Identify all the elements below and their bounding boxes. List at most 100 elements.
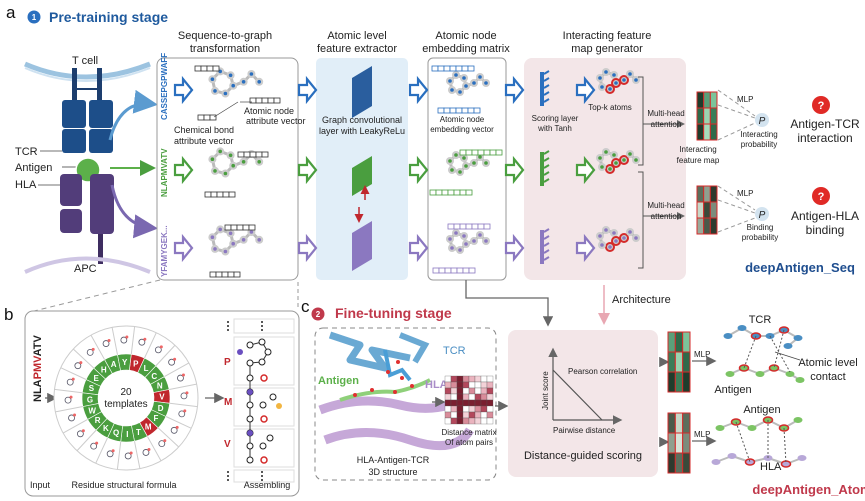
- distance-cell: [468, 375, 476, 383]
- atom: [213, 169, 217, 173]
- distance-cell: [450, 405, 458, 413]
- feature-maps: [696, 91, 718, 235]
- atom: [462, 76, 466, 80]
- atomic-contact-label-1: Atomic level: [798, 357, 857, 369]
- feature-map-cell: [682, 371, 691, 393]
- distance-cell: [474, 411, 482, 419]
- vector-cell: [435, 189, 443, 196]
- assembly-atom: [246, 341, 254, 349]
- scoring-tooth: [543, 70, 550, 75]
- feature-map-cell: [696, 217, 705, 235]
- structure-hla-label: HLA: [425, 379, 448, 391]
- output-hla-1: Antigen-HLA: [791, 209, 859, 223]
- mlp-label-hla: MLP: [737, 189, 753, 198]
- atom: [210, 235, 215, 239]
- vector-cell: [197, 114, 205, 121]
- vector-cell: [453, 189, 461, 196]
- mha-label-2a: Multi-head: [647, 201, 684, 210]
- atom: [478, 233, 482, 237]
- structure-glyph: [168, 358, 176, 366]
- chemical-bond-attr-2: attribute vector: [174, 136, 234, 146]
- vector-cell: [459, 223, 467, 230]
- hla-helix: [323, 427, 474, 451]
- atom: [218, 227, 222, 232]
- wheel-divider: [72, 348, 95, 369]
- tcr-beta: [89, 100, 113, 128]
- structure-glyph: [142, 449, 150, 456]
- vector-cell: [230, 224, 238, 231]
- distance-cell: [456, 411, 464, 419]
- vector-cell: [447, 189, 455, 196]
- stage-2-badge: [311, 307, 325, 321]
- atom: [223, 171, 228, 176]
- feature-map-cell: [674, 351, 684, 373]
- scoring-tooth: [543, 178, 550, 183]
- node-embedding-label-1: Atomic node: [440, 115, 485, 124]
- node-embedding-label-2: embedding vector: [430, 125, 494, 134]
- distance-cell: [480, 417, 488, 425]
- distance-cell: [480, 405, 488, 413]
- apc-label: APC: [74, 263, 97, 275]
- distance-cell: [444, 381, 452, 389]
- wheel-divider: [146, 436, 162, 462]
- panel-b-letter: b: [4, 305, 13, 324]
- output-tcr-1: Antigen-TCR: [790, 117, 860, 131]
- wheel-divider: [165, 416, 192, 429]
- distance-cell: [444, 375, 452, 383]
- ellipsis-dot: [227, 475, 229, 477]
- distance-cell: [486, 387, 494, 395]
- atom: [612, 153, 616, 157]
- distance-cell: [444, 387, 452, 395]
- wheel-divider: [54, 388, 83, 394]
- atom: [793, 335, 803, 341]
- hollow-arrow-icon: [297, 233, 318, 263]
- vector-cell: [473, 107, 481, 114]
- structure-glyph: [102, 340, 110, 347]
- distance-cell: [444, 417, 452, 425]
- distance-cell: [450, 375, 458, 383]
- antigen-sequence: NLAPMVATV: [160, 148, 169, 197]
- assembly-slot: [233, 469, 295, 483]
- contact-line: [783, 427, 787, 465]
- t-cell-label: T cell: [72, 55, 98, 67]
- distance-cell: [456, 399, 464, 407]
- col-title-generator-2: map generator: [571, 43, 643, 55]
- residue-letter: W: [88, 406, 96, 415]
- atom: [210, 77, 215, 81]
- structure-antigen-label: Antigen: [318, 375, 359, 387]
- scoring-tooth: [543, 91, 550, 96]
- input-label: Input: [30, 480, 51, 490]
- output-tcr-2: interaction: [797, 131, 852, 145]
- structure-glyph: [129, 451, 133, 455]
- structure-glyph: [120, 336, 128, 344]
- atom: [614, 161, 618, 165]
- distance-cell: [450, 417, 458, 425]
- atom: [634, 236, 638, 240]
- residue-letter: R: [95, 416, 101, 425]
- atom: [598, 234, 602, 238]
- atom: [628, 230, 632, 234]
- feature-map-cell: [696, 123, 705, 141]
- atom: [478, 155, 482, 159]
- assembly-atom: [259, 401, 267, 409]
- vector-cell: [468, 267, 476, 274]
- question-icon-hla: [812, 187, 830, 205]
- vector-cell: [236, 224, 244, 231]
- feature-map-cell: [674, 432, 684, 454]
- distance-cell: [462, 399, 470, 407]
- feature-map-cell: [667, 432, 676, 454]
- atom: [478, 75, 482, 79]
- structure-glyph: [170, 426, 178, 434]
- feature-map-cell: [709, 217, 718, 235]
- residue-letter: M: [145, 422, 152, 431]
- assembly-atom: [259, 442, 267, 450]
- atom: [755, 371, 765, 377]
- atom: [458, 170, 462, 174]
- vector-cell: [453, 223, 461, 230]
- assembly-atom: [246, 401, 254, 409]
- distance-cell: [486, 393, 494, 401]
- sulfur-atom: [276, 403, 282, 409]
- atom: [600, 165, 604, 169]
- distance-cell: [486, 405, 494, 413]
- vector-cell: [441, 189, 449, 196]
